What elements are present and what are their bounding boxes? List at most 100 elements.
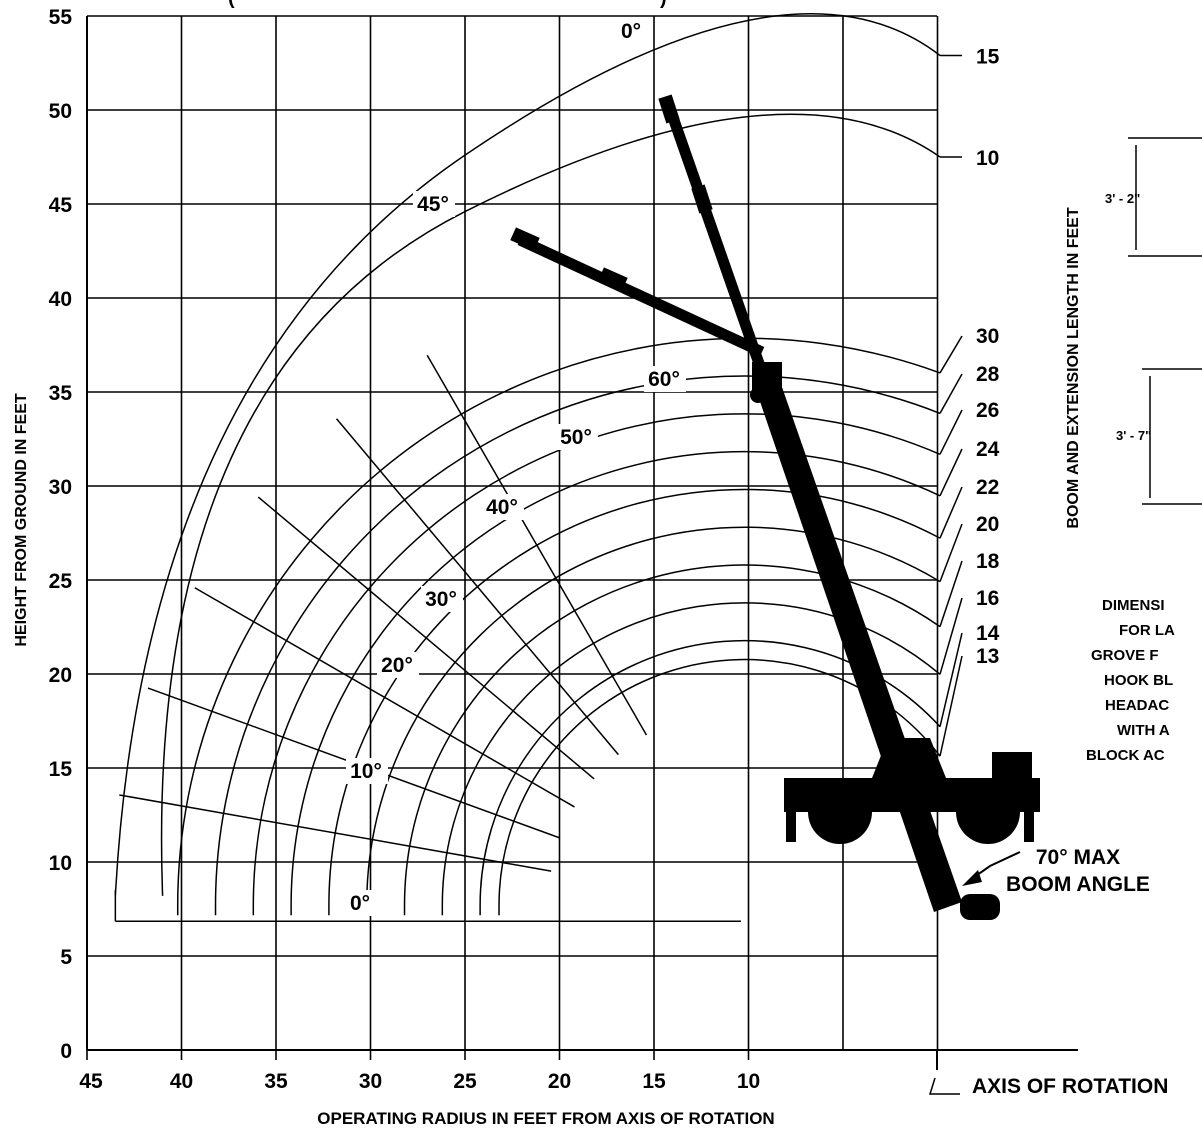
note-line: HOOK BL (1104, 672, 1174, 689)
arc-label: 14 (976, 622, 1000, 645)
extension-arc (114, 13, 941, 896)
extension-arc (160, 113, 941, 896)
offset-label-bg (611, 18, 653, 44)
rear-wheel (956, 780, 1020, 844)
x-tick-label: 15 (642, 1070, 666, 1093)
max-boom-angle-line2: BOOM ANGLE (1006, 873, 1150, 896)
crane-carrier (784, 738, 1040, 1095)
note-line: DIMENSI (1102, 597, 1165, 614)
arc-leader (939, 335, 963, 374)
x-tick-label: 30 (359, 1070, 382, 1093)
note-line: WITH A (1117, 722, 1170, 739)
outrigger-rear (1024, 812, 1034, 842)
note-line: BLOCK AC (1086, 747, 1165, 764)
boom-angle-label: 40° (486, 496, 518, 519)
boom-angle-label: 10° (350, 760, 382, 783)
angle-label-bg (346, 758, 388, 784)
extension-offset-boom (517, 235, 765, 357)
boom-angle-label: 50° (560, 426, 592, 449)
axis-of-rotation-label: AXIS OF ROTATION (972, 1075, 1168, 1098)
arc-label: 18 (976, 550, 1000, 573)
angle-label-bg (482, 494, 524, 520)
x-tick-label: 25 (453, 1070, 477, 1093)
boom-length-arc (214, 375, 941, 916)
note-line: FOR LA (1119, 622, 1175, 639)
y-axis-title: HEIGHT FROM GROUND IN FEET (13, 393, 30, 647)
arc-leader (939, 632, 963, 727)
arc-label: 24 (976, 438, 1000, 461)
engine-cover (992, 752, 1032, 778)
x-tick-label: 45 (79, 1070, 103, 1093)
x-tick-label: 10 (737, 1070, 760, 1093)
arc-leader (939, 486, 963, 539)
boom-sheave (750, 387, 766, 403)
arc-leader (939, 560, 963, 627)
y-tick-label: 30 (49, 476, 72, 499)
axis-leader (928, 1077, 960, 1095)
boom-angle-label: 0° (350, 892, 370, 915)
arc-label: 13 (976, 645, 999, 668)
y-tick-label: 20 (49, 664, 72, 687)
dimension-label-2: 3' - 7" (1116, 428, 1151, 443)
y-tick-label: 15 (49, 758, 73, 781)
boom-length-arc (176, 337, 941, 916)
y-tick-label: 40 (49, 288, 72, 311)
boom-length-arc (328, 488, 941, 916)
arc-label: 16 (976, 587, 999, 610)
arc-label: 26 (976, 399, 999, 422)
angle-label-bg (644, 366, 686, 392)
x-tick-label: 20 (548, 1070, 571, 1093)
x-axis-title: OPERATING RADIUS IN FEET FROM AXIS OF RO… (317, 1109, 774, 1128)
x-tick-label: 35 (264, 1070, 288, 1093)
boom-angle-line (426, 354, 648, 736)
x-tick-label: 40 (170, 1070, 193, 1093)
y-tick-label: 55 (49, 6, 73, 29)
dimension-label-1: 3' - 2" (1105, 191, 1140, 206)
offset-joint (598, 267, 628, 291)
arc-leader (939, 373, 963, 414)
boom-pivot-housing (960, 894, 1000, 920)
y-tick-label: 5 (60, 946, 72, 969)
offset-label: 0° (621, 20, 641, 43)
extension-zero-degree (662, 101, 768, 374)
arc-label: 28 (976, 363, 1000, 386)
angle-label-bg (377, 652, 419, 678)
boom-angle-label: 60° (648, 368, 680, 391)
extension-tip (658, 94, 680, 124)
extension-joint (691, 184, 713, 214)
angle-label-bg (340, 890, 382, 916)
title-fragment-end: ) (660, 0, 667, 9)
angle-label-bg (421, 586, 463, 612)
boom-angle-line (194, 587, 575, 808)
boom-angle-line (119, 794, 552, 872)
boom-angle-line (335, 418, 619, 756)
arc-label: 20 (976, 513, 999, 536)
boom-length-arc (252, 413, 941, 916)
y-tick-label: 50 (49, 100, 72, 123)
chart-grid (86, 15, 1078, 1060)
y-tick-label: 45 (49, 194, 73, 217)
offset-tip (510, 227, 540, 251)
arc-leader (939, 409, 963, 455)
y-tick-label: 10 (49, 852, 72, 875)
extension-arc-label: 15 (976, 45, 1000, 68)
right-axis-title: BOOM AND EXTENSION LENGTH IN FEET (1065, 207, 1082, 528)
y-tick-label: 35 (49, 382, 73, 405)
boom-angle-line (257, 496, 595, 780)
arc-leader (939, 448, 963, 497)
arc-leader (939, 597, 963, 675)
max-boom-angle-line1: 70° MAX (1036, 846, 1120, 869)
arc-leader (939, 655, 963, 757)
note-line: HEADAC (1105, 697, 1170, 714)
max-angle-arrow (962, 870, 982, 886)
front-wheel (808, 780, 872, 844)
offset-label-bg (413, 191, 455, 217)
offset-label: 45° (417, 193, 449, 216)
angle-label-bg (556, 424, 598, 450)
boom-head (752, 362, 782, 390)
title-fragment: ( (228, 0, 235, 9)
cab (872, 738, 946, 778)
y-tick-label: 25 (49, 570, 73, 593)
